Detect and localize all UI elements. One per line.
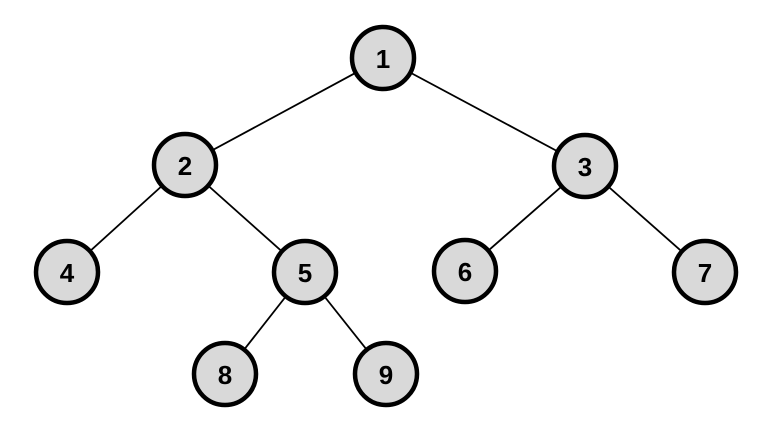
tree-node-label-2: 2: [178, 151, 192, 181]
tree-node-label-7: 7: [698, 258, 712, 288]
tree-node-label-4: 4: [60, 258, 75, 288]
tree-node-circle-8: [191, 340, 259, 408]
tree-node-circle-5: [271, 238, 339, 306]
tree-node-8: 8: [191, 340, 259, 408]
tree-node-circle-3: [551, 132, 619, 200]
tree-node-3: 3: [551, 132, 619, 200]
tree-node-circle-2: [151, 131, 219, 199]
tree-node-circle-6: [431, 237, 499, 305]
tree-node-label-9: 9: [379, 360, 393, 390]
tree-node-label-1: 1: [376, 44, 390, 74]
tree-node-4: 4: [33, 238, 101, 306]
tree-node-6: 6: [431, 237, 499, 305]
tree-node-label-3: 3: [578, 152, 592, 182]
tree-node-5: 5: [271, 238, 339, 306]
tree-node-circle-9: [352, 340, 420, 408]
tree-node-9: 9: [352, 340, 420, 408]
edge-1-3: [382, 57, 586, 167]
tree-node-circle-1: [349, 24, 417, 92]
edge-1-2: [184, 57, 384, 166]
tree-node-1: 1: [349, 24, 417, 92]
tree-node-2: 2: [151, 131, 219, 199]
tree-node-circle-7: [671, 238, 739, 306]
tree-node-label-6: 6: [458, 257, 472, 287]
tree-node-label-8: 8: [218, 360, 232, 390]
tree-node-label-5: 5: [298, 258, 312, 288]
tree-node-7: 7: [671, 238, 739, 306]
tree-node-circle-4: [33, 238, 101, 306]
